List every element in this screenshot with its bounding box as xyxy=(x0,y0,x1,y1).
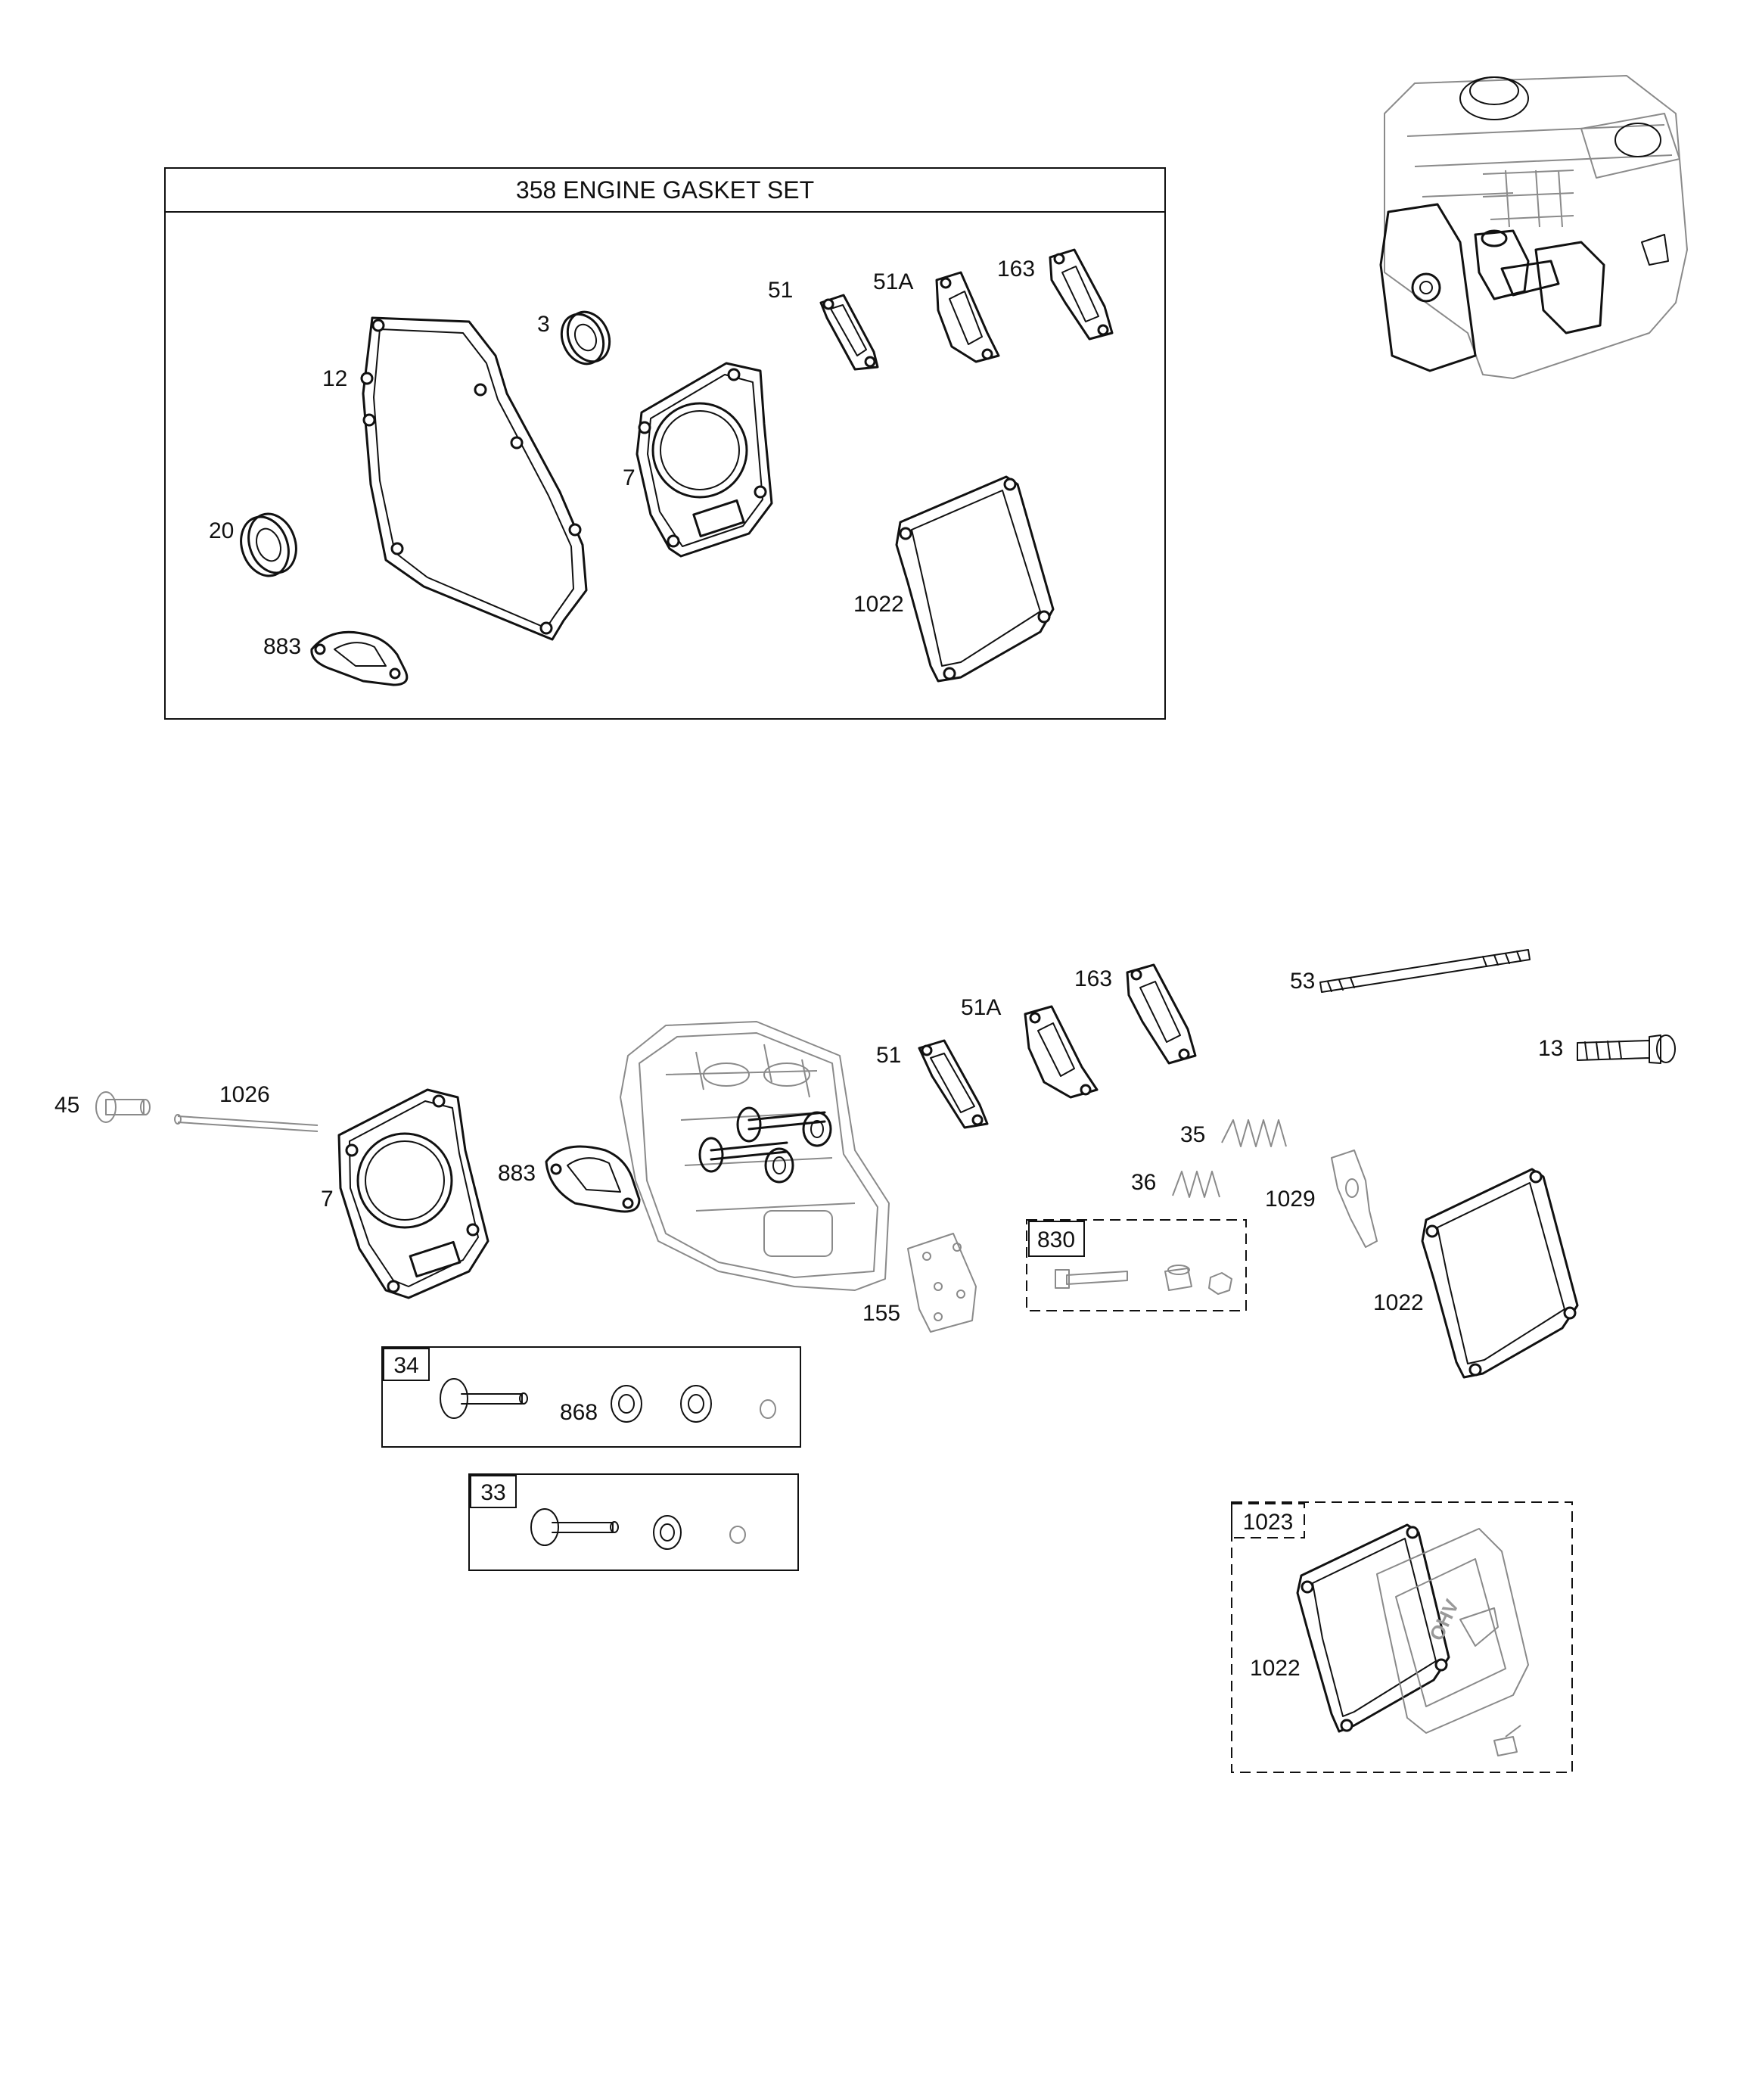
stud-53 xyxy=(1319,949,1531,993)
label-163-set: 163 xyxy=(997,257,1035,282)
label-36: 36 xyxy=(1131,1170,1156,1195)
label-51a: 51A xyxy=(961,995,1001,1020)
gasket-set-frame xyxy=(164,167,1166,720)
gasket-51a-set xyxy=(935,271,1000,363)
kit-34-label-868: 868 xyxy=(560,1400,598,1425)
label-883-set: 883 xyxy=(263,634,301,659)
label-12: 12 xyxy=(322,366,347,391)
label-51: 51 xyxy=(876,1043,901,1068)
label-163: 163 xyxy=(1074,966,1112,991)
plate-155 xyxy=(907,1233,977,1333)
label-20: 20 xyxy=(209,518,234,543)
valve-cover-gasket-1022 xyxy=(1421,1168,1579,1379)
svg-text:OHV: OHV xyxy=(1425,1595,1463,1644)
gasket-163-set xyxy=(1049,248,1114,341)
spring-36 xyxy=(1172,1171,1220,1198)
gasket-51a-assembly xyxy=(1024,1005,1099,1099)
label-35: 35 xyxy=(1180,1122,1205,1147)
gasket-51-assembly xyxy=(918,1039,989,1129)
crankcase-gasket-12 xyxy=(360,316,588,641)
engine-gasket-set-panel: 358 ENGINE GASKET SET xyxy=(164,167,1166,720)
label-7-set: 7 xyxy=(623,465,636,490)
oil-seal-3 xyxy=(560,310,611,366)
kit-830: 830 xyxy=(1026,1219,1247,1311)
gasket-883-assembly xyxy=(545,1145,641,1213)
label-53: 53 xyxy=(1290,969,1315,994)
label-155: 155 xyxy=(862,1301,900,1326)
engine-locator-illustration xyxy=(1379,75,1688,379)
kit-34-id: 34 xyxy=(393,1353,418,1378)
gasket-set-title: 358 ENGINE GASKET SET xyxy=(516,176,814,204)
kit-1023-label-1022: 1022 xyxy=(1250,1656,1301,1681)
gasket-51-set xyxy=(819,294,879,371)
kit-830-id: 830 xyxy=(1037,1227,1075,1252)
label-1026: 1026 xyxy=(219,1082,270,1107)
valve-cover-gasket-1022-set xyxy=(895,475,1055,683)
spring-35 xyxy=(1221,1119,1287,1147)
kit-34: 34 868 xyxy=(381,1346,801,1448)
kit-33-id: 33 xyxy=(480,1480,505,1505)
kit-33: 33 xyxy=(468,1473,799,1571)
part-45 xyxy=(95,1091,151,1123)
head-gasket-7-assembly xyxy=(337,1088,489,1299)
label-51-set: 51 xyxy=(768,278,793,303)
label-13: 13 xyxy=(1538,1036,1563,1061)
label-7: 7 xyxy=(321,1187,334,1212)
gasket-163-assembly xyxy=(1126,963,1197,1065)
oil-seal-20 xyxy=(240,512,297,577)
valve-springs-in-head xyxy=(698,1106,832,1184)
part-1026 xyxy=(174,1114,319,1132)
rocker-1029 xyxy=(1331,1150,1378,1248)
label-1022: 1022 xyxy=(1373,1290,1424,1315)
label-51a-set: 51A xyxy=(873,269,913,294)
kit-1023: 1023 OHV 1022 xyxy=(1231,1501,1573,1773)
bolt-13 xyxy=(1577,1034,1676,1064)
label-1029: 1029 xyxy=(1265,1187,1316,1212)
cylinder-head-casting xyxy=(620,1021,890,1291)
head-gasket-7 xyxy=(636,362,773,558)
kit-1023-id: 1023 xyxy=(1243,1510,1294,1535)
gasket-883 xyxy=(310,630,409,686)
label-1022-set: 1022 xyxy=(853,592,904,617)
label-3: 3 xyxy=(537,312,550,337)
label-883: 883 xyxy=(498,1161,536,1186)
label-45: 45 xyxy=(54,1093,79,1118)
